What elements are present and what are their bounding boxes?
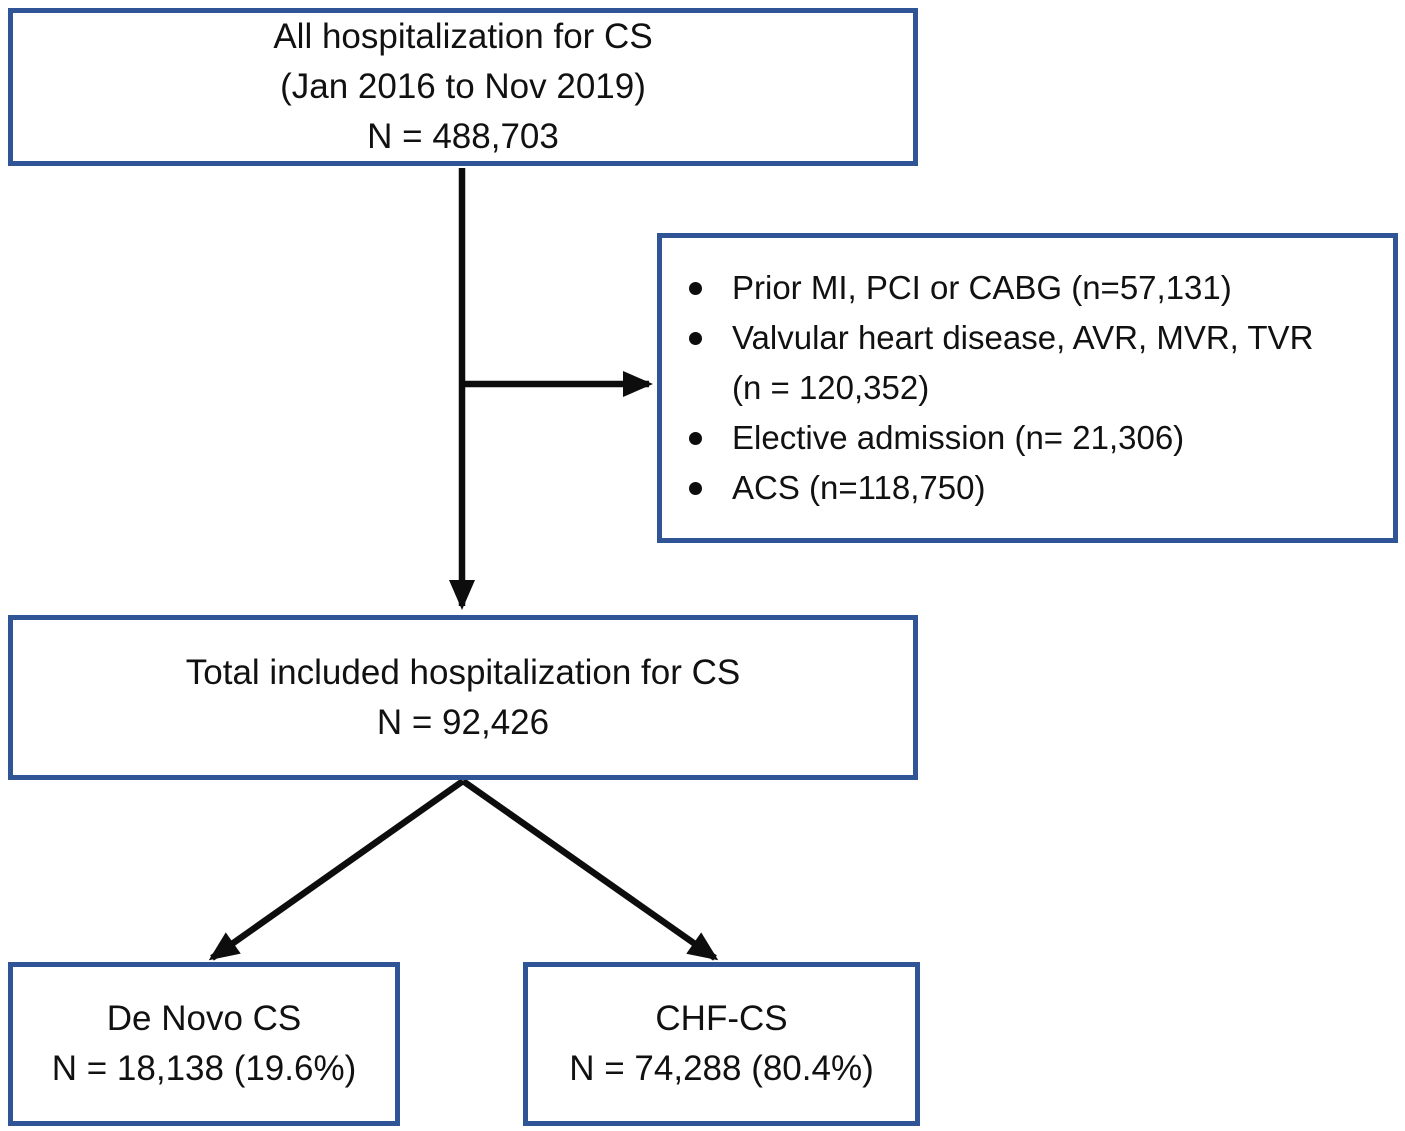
box-chf-cs: CHF-CS N = 74,288 (80.4%) — [523, 962, 920, 1126]
bullet-icon — [689, 432, 702, 445]
exclusion-text: Elective admission (n= 21,306) — [732, 419, 1185, 456]
bullet-icon — [689, 282, 702, 295]
box-chf-cs-title: CHF-CS — [655, 999, 788, 1038]
box-de-novo-title: De Novo CS — [106, 999, 302, 1038]
exclusion-text: Prior MI, PCI or CABG (n=57,131) — [732, 269, 1232, 306]
box-total-included: Total included hospitalization for CS N … — [8, 615, 918, 780]
box-de-novo-count: N = 18,138 (19.6%) — [51, 1049, 357, 1088]
box-de-novo-cs: De Novo CS N = 18,138 (19.6%) — [8, 962, 400, 1126]
box-all-title: All hospitalization for CS — [273, 17, 653, 56]
exclusion-item-prior-mi: Prior MI, PCI or CABG (n=57,131) — [689, 263, 1378, 313]
exclusion-item-valvular: Valvular heart disease, AVR, MVR, TVR (n… — [689, 313, 1378, 413]
exclusion-text-wrap: (n = 120,352) — [732, 369, 930, 406]
exclusion-list: Prior MI, PCI or CABG (n=57,131) Valvula… — [689, 263, 1378, 513]
box-all-count: N = 488,703 — [367, 117, 559, 156]
arrow-included-to-chf-cs — [461, 778, 719, 961]
box-included-title: Total included hospitalization for CS — [185, 652, 741, 692]
bullet-icon — [689, 482, 702, 495]
exclusion-item-acs: ACS (n=118,750) — [689, 463, 1378, 513]
exclusion-text: ACS (n=118,750) — [732, 469, 986, 506]
bullet-icon — [689, 332, 702, 345]
exclusion-text: Valvular heart disease, AVR, MVR, TVR — [732, 319, 1314, 356]
box-chf-cs-count: N = 74,288 (80.4%) — [569, 1049, 874, 1088]
box-included-count: N = 92,426 — [376, 702, 550, 742]
box-all-hospitalization: All hospitalization for CS (Jan 2016 to … — [8, 8, 918, 166]
arrow-included-to-de-novo — [208, 778, 465, 961]
box-all-date-range: (Jan 2016 to Nov 2019) — [280, 67, 646, 106]
exclusion-item-elective: Elective admission (n= 21,306) — [689, 413, 1378, 463]
box-exclusions: Prior MI, PCI or CABG (n=57,131) Valvula… — [657, 233, 1398, 543]
